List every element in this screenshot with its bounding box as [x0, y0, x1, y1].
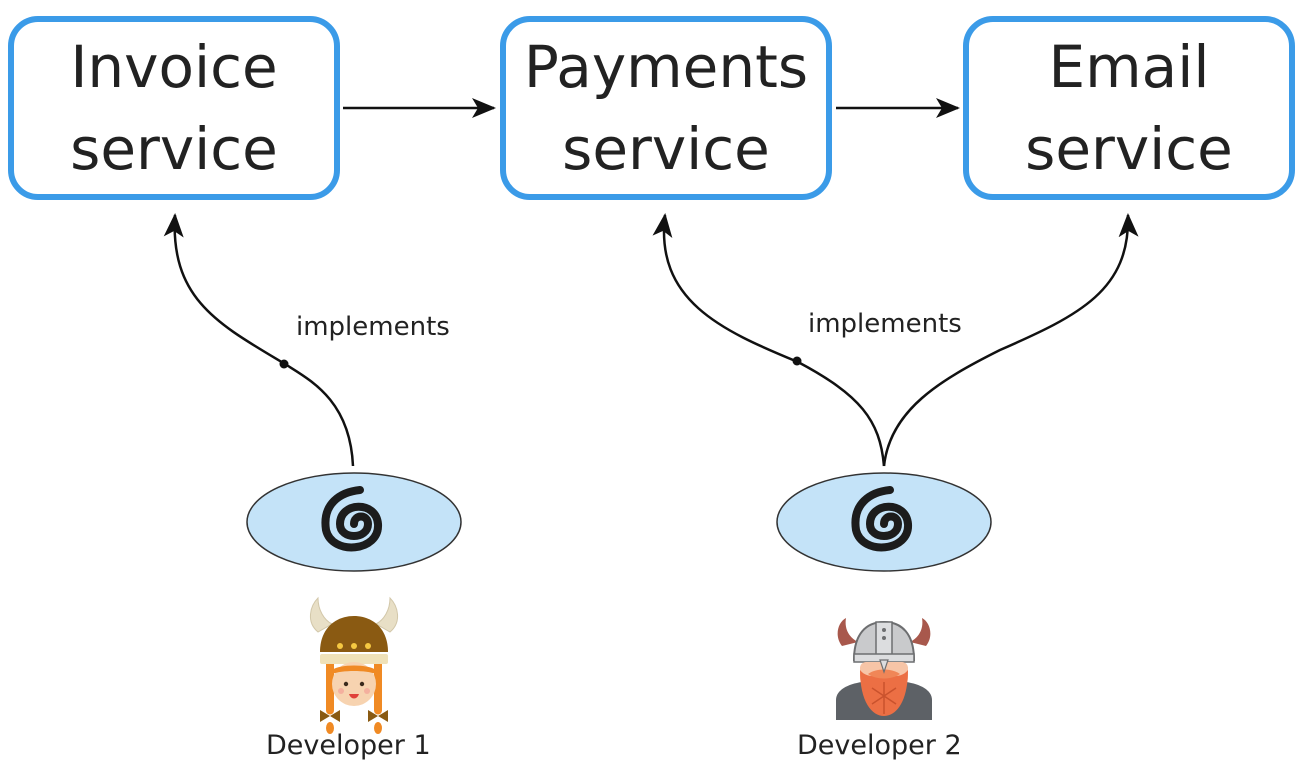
edge-dev2-implements-payments: [652, 213, 886, 467]
service-title-line1: Invoice: [70, 33, 278, 101]
service-title-line1: Payments: [523, 33, 809, 101]
invoice-service-box[interactable]: Invoice service: [8, 16, 340, 200]
developer1-label: Developer 1: [266, 730, 431, 761]
edge-dev1-implements-invoice: [163, 213, 355, 467]
implements-label-2: implements: [808, 309, 962, 339]
developer2-node[interactable]: [776, 472, 992, 572]
spiral-logo-icon: [851, 486, 912, 552]
service-title-line2: service: [562, 115, 770, 183]
service-title-line2: service: [70, 115, 278, 183]
implements-label-1: implements: [296, 312, 450, 342]
viking-man-icon: [836, 618, 932, 720]
viking-girl-icon: [310, 596, 398, 734]
edge-dev2-implements-email: [882, 213, 1139, 467]
service-title-line1: Email: [1048, 33, 1210, 101]
edge-midpoint-dot: [792, 356, 802, 366]
service-title-line2: service: [1025, 115, 1233, 183]
developer1-node[interactable]: [246, 472, 462, 572]
edge-midpoint-dot: [279, 359, 289, 369]
spiral-logo-icon: [321, 486, 382, 552]
developer2-label: Developer 2: [797, 730, 962, 761]
payments-service-box[interactable]: Payments service: [500, 16, 832, 200]
email-service-box[interactable]: Email service: [963, 16, 1295, 200]
